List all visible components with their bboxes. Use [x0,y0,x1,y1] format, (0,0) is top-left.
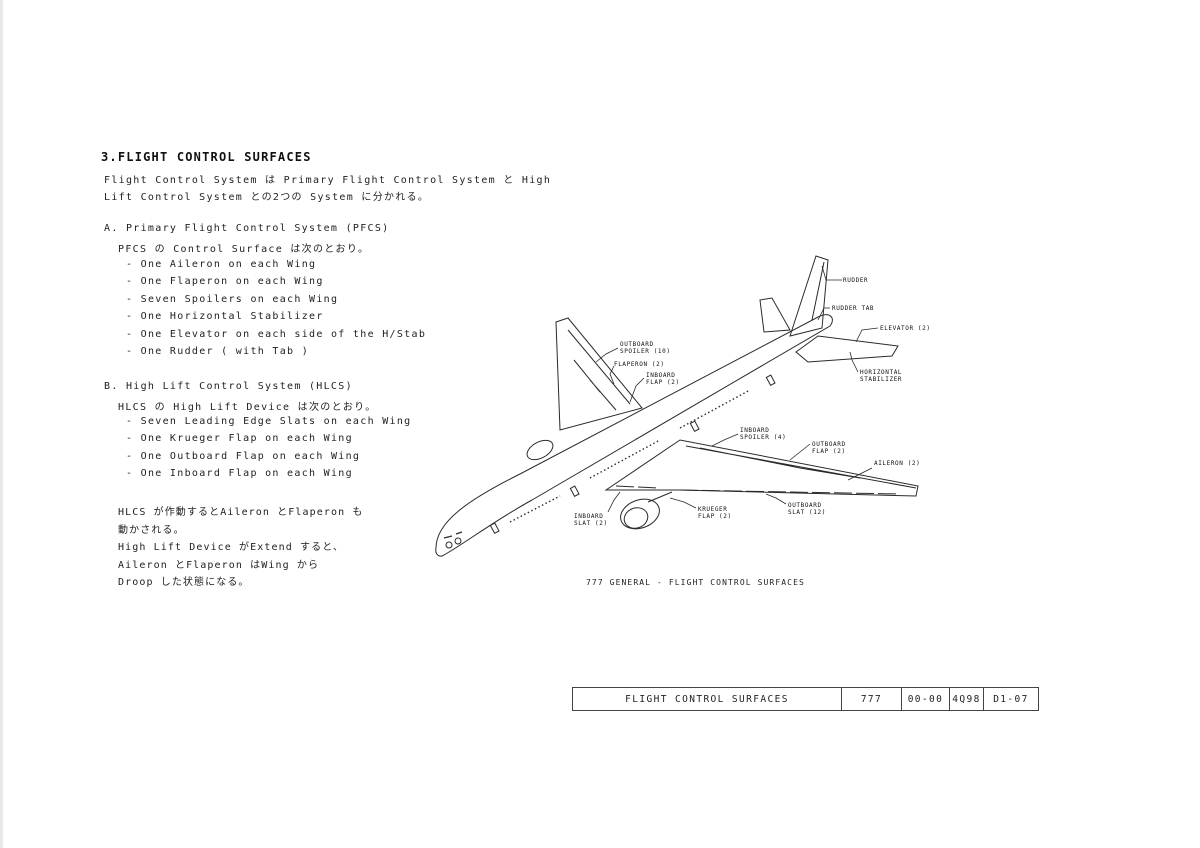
far-horizontal-stabilizer [759,297,791,333]
callout-leaders [595,265,879,513]
door [689,420,700,433]
label-rudder: RUDDER [843,277,868,284]
label-flaperon: FLAPERON (2) [614,361,665,368]
near-wing-trailing-edge [685,445,917,489]
label-inboard-flap-2: FLAP (2) [646,379,680,386]
label-inboard-slat-2: SLAT (2) [574,520,608,527]
intro-line-1: Flight Control System は Primary Flight C… [104,175,552,186]
label-krueger-flap-1: KRUEGER [698,506,728,513]
list-item: - One Aileron on each Wing [126,259,317,270]
fuselage [435,314,833,557]
pfcs-surface-list: - One Aileron on each Wing - One Flapero… [126,259,426,363]
list-item: - One Inboard Flap on each Wing [126,468,353,480]
near-wing-slats [615,485,901,495]
hlcs-note: HLCS が作動するとAileron とFlaperon も 動かされる。 Hi… [118,503,363,591]
pfcs-heading: A. Primary Flight Control System (PFCS) [104,223,390,234]
list-item: - One Flaperon on each Wing [126,276,324,288]
engine-intake [623,507,649,529]
engine-pylon [647,491,673,503]
label-horizontal-stabilizer-1: HORIZONTAL [860,369,902,376]
label-outboard-flap-2: FLAP (2) [812,448,846,455]
near-engine [620,498,660,530]
label-krueger-flap-2: FLAP (2) [698,513,732,520]
label-outboard-spoiler-2: SPOILER (10) [620,348,671,355]
far-wing [555,317,643,431]
rudder-surface [811,261,825,321]
label-inboard-flap-1: INBOARD [646,372,676,379]
aircraft-diagram: RUDDER RUDDER TAB ELEVATOR (2) HORIZONTA… [435,255,931,557]
window-row [509,389,751,523]
list-item: - One Outboard Flap on each Wing [126,450,361,462]
far-engine [526,439,554,461]
page-edge-shadow [0,0,3,848]
intro-line-2: Lift Control System との2つの System に分かれる。 [104,192,430,203]
note-line: 動かされる。 [118,524,185,536]
list-item: - Seven Leading Edge Slats on each Wing [126,416,412,427]
near-wing [604,439,919,497]
note-line: High Lift Device がExtend すると、 [118,542,344,553]
label-rudder-tab: RUDDER TAB [832,305,874,312]
list-item: - One Horizontal Stabilizer [126,311,324,323]
list-item: - One Rudder ( with Tab ) [126,345,310,357]
note-line: Aileron とFlaperon はWing から [118,559,320,571]
footer-title: FLIGHT CONTROL SURFACES [573,688,842,710]
list-item: - One Krueger Flap on each Wing [126,433,353,445]
horizontal-stabilizer [795,335,899,363]
label-inboard-spoiler-1: INBOARD [740,427,770,434]
list-item: - Seven Spoilers on each Wing [126,293,339,305]
footer-ata-chapter: 00-00 [902,688,950,710]
nose-window-1 [445,541,453,549]
note-line: Droop した状態になる。 [118,577,250,588]
footer-table: FLIGHT CONTROL SURFACES 777 00-00 4Q98 D… [572,687,1039,711]
door [765,374,776,387]
label-horizontal-stabilizer-2: STABILIZER [860,376,902,383]
label-outboard-spoiler-1: OUTBOARD [620,341,654,348]
pfcs-intro: PFCS の Control Surface は次のとおり。 [118,244,370,255]
door [489,522,500,535]
far-wing-flaps [567,329,631,411]
list-item: - One Elevator on each side of the H/Sta… [126,328,427,340]
footer-page-number: D1-07 [993,693,1029,705]
label-aileron: AILERON (2) [874,460,920,467]
hlcs-device-list: - Seven Leading Edge Slats on each Wing … [126,416,412,486]
label-outboard-slat-2: SLAT (12) [788,509,826,516]
hlcs-heading: B. High Lift Control System (HLCS) [104,381,353,392]
footer-revision: 4Q98 [950,688,984,710]
label-outboard-flap-1: OUTBOARD [812,441,846,448]
label-outboard-slat-1: OUTBOARD [788,502,822,509]
nose-window-2 [454,537,462,545]
label-inboard-spoiler-2: SPOILER (4) [740,434,786,441]
figure-caption: 777 GENERAL - FLIGHT CONTROL SURFACES [586,578,805,587]
note-line: HLCS が作動するとAileron とFlaperon も [118,507,364,518]
hlcs-intro: HLCS の High Lift Device は次のとおり。 [118,402,377,413]
label-inboard-slat-1: INBOARD [574,513,604,520]
door [569,485,580,498]
vertical-stabilizer [789,255,829,337]
section-title: 3.FLIGHT CONTROL SURFACES [101,150,312,164]
footer-model: 777 [842,688,902,710]
cockpit-windows [443,531,463,539]
label-elevator: ELEVATOR (2) [880,325,931,332]
